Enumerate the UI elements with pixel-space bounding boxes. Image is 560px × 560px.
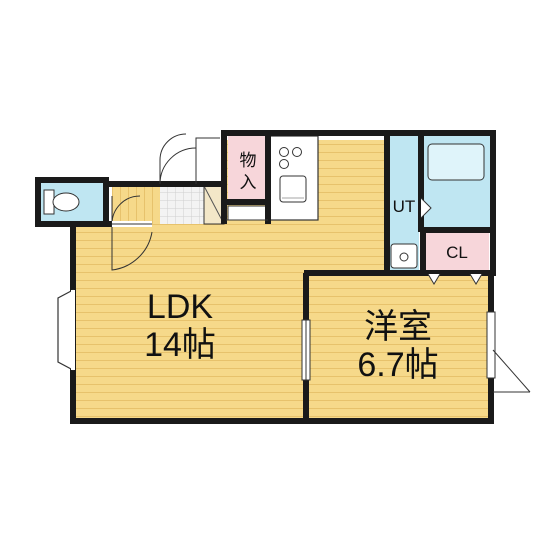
- storage-room: [228, 136, 268, 200]
- storage-label-char1: 物: [240, 151, 257, 170]
- ldk-size: 14帖: [144, 326, 216, 364]
- storage-shelf: [227, 205, 269, 221]
- storage-label-group: 物 入: [240, 151, 257, 192]
- closet: [425, 232, 489, 272]
- bathtub: [427, 143, 485, 181]
- walls: [35, 130, 496, 424]
- western-room-floor: [309, 276, 489, 421]
- entrance-door: [159, 137, 220, 185]
- western-room-size: 6.7帖: [357, 346, 438, 384]
- toilet-fixture: [43, 189, 80, 215]
- ldk-label: LDK: [147, 288, 213, 326]
- bedroom-window: [486, 311, 496, 379]
- bay-window: [57, 289, 74, 371]
- western-room-label: 洋室: [364, 308, 432, 346]
- storage-label-char2: 入: [240, 173, 257, 192]
- closet-label: CL: [446, 243, 468, 262]
- ldk-door: [111, 224, 153, 271]
- utility-label: UT: [393, 197, 416, 216]
- closet-doors: [427, 273, 483, 285]
- washbasin: [390, 243, 418, 269]
- entrance-floor: [160, 186, 204, 224]
- utility-door: [420, 197, 432, 219]
